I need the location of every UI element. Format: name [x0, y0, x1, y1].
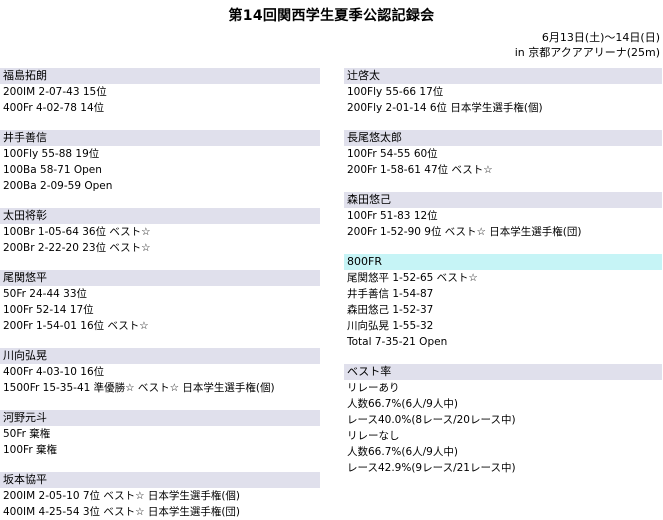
result-line: レース40.0%(8レース/20レース中) — [347, 414, 516, 426]
section-header: 長尾悠太郎 — [344, 130, 662, 146]
result-line: レース42.9%(9レース/21レース中) — [347, 462, 516, 474]
result-line: 100Fr 51-83 12位 — [347, 210, 438, 222]
swimmer-section: 坂本協平 200IM 2-05-10 7位 ベスト☆ 日本学生選手権(個) 400I… — [0, 472, 320, 520]
event-venue: in 京都アクアアリーナ(25m) — [514, 46, 660, 59]
swimmer-section: 井手善信 100Fly 55-88 19位 100Ba 58-71 Open 200B… — [0, 130, 320, 208]
event-info: 6月13日(土)～14日(日) in 京都アクアアリーナ(25m) — [515, 30, 660, 60]
swimmer-section: 長尾悠太郎 100Fr 54-55 60位 200Fr 1-58-61 47位 ベス… — [344, 130, 662, 192]
result-line: 200Fly 2-01-14 6位 日本学生選手権(個) — [347, 102, 543, 114]
result-line: リレーあり — [347, 382, 400, 394]
result-line: 50Fr 棄権 — [3, 428, 51, 440]
left-column: 福島拓朗 200IM 2-07-43 15位 400Fr 4-02-78 14位井手… — [0, 68, 320, 520]
result-line: 1500Fr 15-35-41 準優勝☆ ベスト☆ 日本学生選手権(個) — [3, 382, 275, 394]
result-line: 人数66.7%(6人/9人中) — [347, 398, 458, 410]
result-line: 200IM 2-07-43 15位 — [3, 86, 107, 98]
result-line: 100Fr 54-55 60位 — [347, 148, 438, 160]
result-line: 50Fr 24-44 33位 — [3, 288, 87, 300]
result-line: 100Fr 棄権 — [3, 444, 57, 456]
swimmer-section: 森田悠己 100Fr 51-83 12位 200Fr 1-52-90 9位 ベスト☆… — [344, 192, 662, 254]
result-line: 400Fr 4-03-10 16位 — [3, 366, 105, 378]
right-column: 辻啓太 100Fly 55-66 17位 200Fly 2-01-14 6位 日本学… — [344, 68, 662, 476]
result-line: 200Fr 1-54-01 16位 ベスト☆ — [3, 320, 149, 332]
section-header: 川向弘晃 — [0, 348, 320, 364]
result-line: 100Fly 55-66 17位 — [347, 86, 444, 98]
section-header: 800FR — [344, 254, 662, 270]
result-line: 井手善信 1-54-87 — [347, 288, 434, 300]
swimmer-section: 尾関悠平 50Fr 24-44 33位 100Fr 52-14 17位 200Fr 1… — [0, 270, 320, 348]
result-line: Total 7-35-21 Open — [347, 336, 448, 348]
result-line: 100Ba 58-71 Open — [3, 164, 102, 176]
swimmer-section: 川向弘晃 400Fr 4-03-10 16位 1500Fr 15-35-41 準優勝… — [0, 348, 320, 410]
relay-section: 800FR 尾関悠平 1-52-65 ベスト☆ 井手善信 1-54-87 森田悠己 1… — [344, 254, 662, 364]
result-line: 200Br 2-22-20 23位 ベスト☆ — [3, 242, 151, 254]
page-title: 第14回関西学生夏季公認記録会 — [228, 8, 435, 24]
section-header: ベスト率 — [344, 364, 662, 380]
swimmer-section: 辻啓太 100Fly 55-66 17位 200Fly 2-01-14 6位 日本学… — [344, 68, 662, 130]
section-header: 辻啓太 — [344, 68, 662, 84]
result-line: 200Ba 2-09-59 Open — [3, 180, 113, 192]
result-line: 400Fr 4-02-78 14位 — [3, 102, 105, 114]
result-line: 200IM 2-05-10 7位 ベスト☆ 日本学生選手権(個) — [3, 490, 241, 502]
result-line: 尾関悠平 1-52-65 ベスト☆ — [347, 272, 478, 284]
result-line: 川向弘晃 1-55-32 — [347, 320, 434, 332]
result-line: 200Fr 1-52-90 9位 ベスト☆ 日本学生選手権(団) — [347, 226, 582, 238]
result-line: 100Fly 55-88 19位 — [3, 148, 100, 160]
result-line: 100Br 1-05-64 36位 ベスト☆ — [3, 226, 151, 238]
section-header: 坂本協平 — [0, 472, 320, 488]
result-line: 400IM 4-25-54 3位 ベスト☆ 日本学生選手権(団) — [3, 506, 241, 518]
event-date: 6月13日(土)～14日(日) — [541, 31, 660, 44]
best-rate-section: ベスト率リレーあり 人数66.7%(6人/9人中) レース40.0%(8レース/… — [344, 364, 662, 476]
section-header: 森田悠己 — [344, 192, 662, 208]
result-line: 100Fr 52-14 17位 — [3, 304, 94, 316]
result-line: 人数66.7%(6人/9人中) — [347, 446, 458, 458]
section-header: 尾関悠平 — [0, 270, 320, 286]
section-header: 太田将彰 — [0, 208, 320, 224]
result-line: 森田悠己 1-52-37 — [347, 304, 434, 316]
section-header: 井手善信 — [0, 130, 320, 146]
swimmer-section: 福島拓朗 200IM 2-07-43 15位 400Fr 4-02-78 14位 — [0, 68, 320, 130]
section-header: 河野元斗 — [0, 410, 320, 426]
result-line: 200Fr 1-58-61 47位 ベスト☆ — [347, 164, 493, 176]
section-header: 福島拓朗 — [0, 68, 320, 84]
swimmer-section: 太田将彰 100Br 1-05-64 36位 ベスト☆ 200Br 2-22-20 … — [0, 208, 320, 270]
swimmer-section: 河野元斗 50Fr 棄権 100Fr 棄権 — [0, 410, 320, 472]
result-line: リレーなし — [347, 430, 400, 442]
